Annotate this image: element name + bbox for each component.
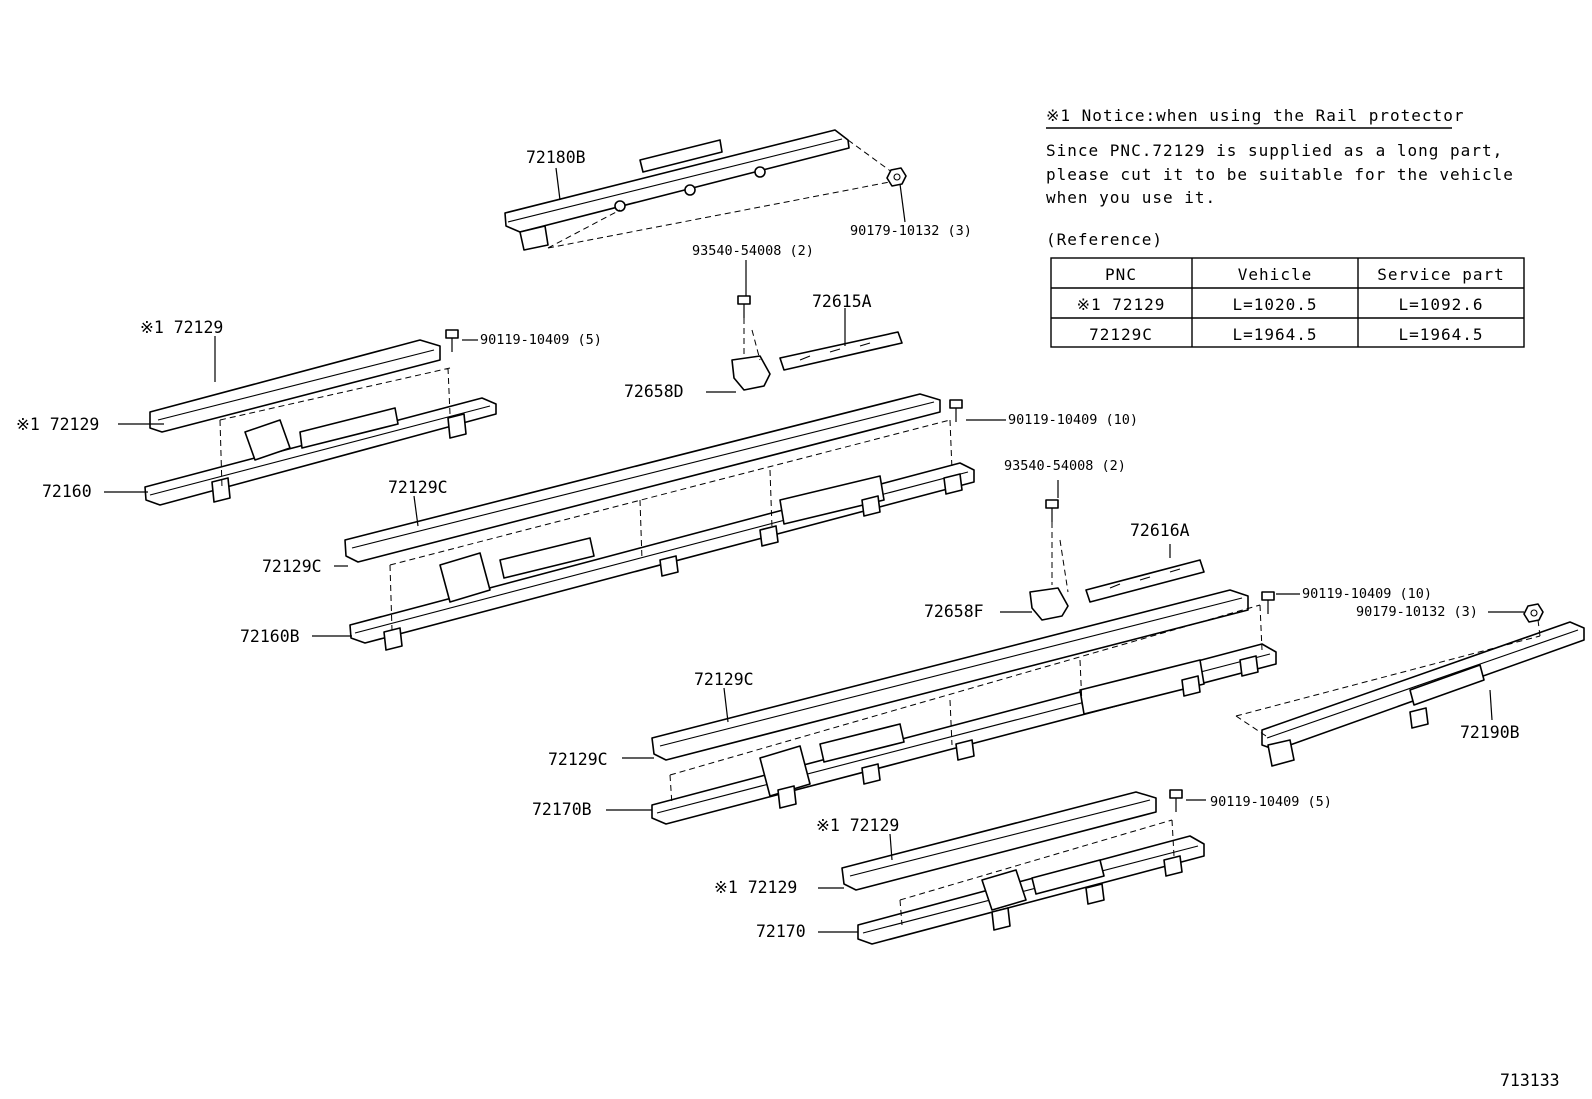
part-label: 72129C: [694, 670, 754, 689]
part-label: 72658D: [624, 382, 684, 401]
part-label: 72160B: [240, 627, 300, 646]
part-label: 90179-10132 (3): [1356, 604, 1478, 620]
part-label: 72616A: [1130, 521, 1190, 540]
rail-72129C-lower: [651, 589, 1249, 761]
bolt-icon: [445, 329, 459, 352]
bolt-icon: [949, 399, 963, 422]
rail-72160: [144, 367, 497, 506]
rail-72170B: [651, 604, 1277, 825]
table-cell: L=1020.5: [1232, 295, 1317, 314]
clip-72658D-icon: [731, 318, 771, 391]
bolt-icon: [1169, 789, 1183, 812]
table-cell: L=1964.5: [1232, 325, 1317, 344]
table-header-vehicle: Vehicle: [1238, 265, 1312, 284]
part-label: 72170: [756, 922, 806, 941]
bolt-icon: [737, 295, 751, 318]
table-header-service-part: Service part: [1377, 265, 1505, 284]
rail-protector-72129-bottom: [841, 791, 1157, 891]
table-cell: 72129C: [1089, 325, 1153, 344]
clip-72658F-icon: [1029, 522, 1069, 621]
bolt-icon: [1045, 499, 1059, 522]
plate-72615A-icon: [779, 331, 903, 371]
part-labels: 72180B 90179-10132 (3) 93540-54008 (2) 7…: [16, 148, 1520, 941]
part-label: 72129C: [388, 478, 448, 497]
table-cell: L=1092.6: [1398, 295, 1483, 314]
table-header-pnc: PNC: [1105, 265, 1137, 284]
bolt-icon: [1261, 591, 1275, 614]
part-label: 90179-10132 (3): [850, 223, 972, 239]
table-cell: L=1964.5: [1398, 325, 1483, 344]
part-label: 72658F: [924, 602, 984, 621]
rail-72190B: [1235, 619, 1585, 767]
part-label: 90119-10409 (5): [480, 332, 602, 348]
nut-icon: [1523, 603, 1544, 623]
notice-title: ※1 Notice:when using the Rail protector: [1046, 106, 1464, 125]
part-label: 72615A: [812, 292, 872, 311]
part-label: 93540-54008 (2): [692, 243, 814, 259]
part-label: 72190B: [1460, 723, 1520, 742]
part-label: 72180B: [526, 148, 586, 167]
reference-label: (Reference): [1046, 230, 1163, 249]
rail-72160B: [349, 419, 975, 651]
part-label: ※1 72129: [816, 816, 899, 835]
table-cell: ※1 72129: [1077, 295, 1166, 314]
rail-protector-72129-left: [149, 339, 441, 433]
rail-72170: [857, 819, 1205, 945]
part-label: 72170B: [532, 800, 592, 819]
leader-lines: [104, 167, 1524, 933]
part-label: 93540-54008 (2): [1004, 458, 1126, 474]
diagram-id: 713133: [1500, 1071, 1560, 1090]
plate-72616A-icon: [1085, 559, 1205, 603]
part-label: ※1 72129: [140, 318, 223, 337]
notice-line-3: when you use it.: [1046, 188, 1216, 207]
part-label: ※1 72129: [714, 878, 797, 897]
part-label: 72129C: [548, 750, 608, 769]
nut-icon: [886, 167, 907, 187]
part-label: 72160: [42, 482, 92, 501]
reference-table: PNC Vehicle Service part ※1 72129 L=1020…: [1050, 257, 1525, 348]
part-label: ※1 72129: [16, 415, 99, 434]
notice-line-2: please cut it to be suitable for the veh…: [1046, 165, 1514, 184]
part-label: 90119-10409 (10): [1008, 412, 1138, 428]
part-label: 90119-10409 (5): [1210, 794, 1332, 810]
rail-72129C-upper: [344, 393, 941, 563]
part-label: 90119-10409 (10): [1302, 586, 1432, 602]
notice-line-1: Since PNC.72129 is supplied as a long pa…: [1046, 141, 1503, 160]
part-label: 72129C: [262, 557, 322, 576]
notice-block: ※1 Notice:when using the Rail protector …: [1046, 106, 1525, 348]
